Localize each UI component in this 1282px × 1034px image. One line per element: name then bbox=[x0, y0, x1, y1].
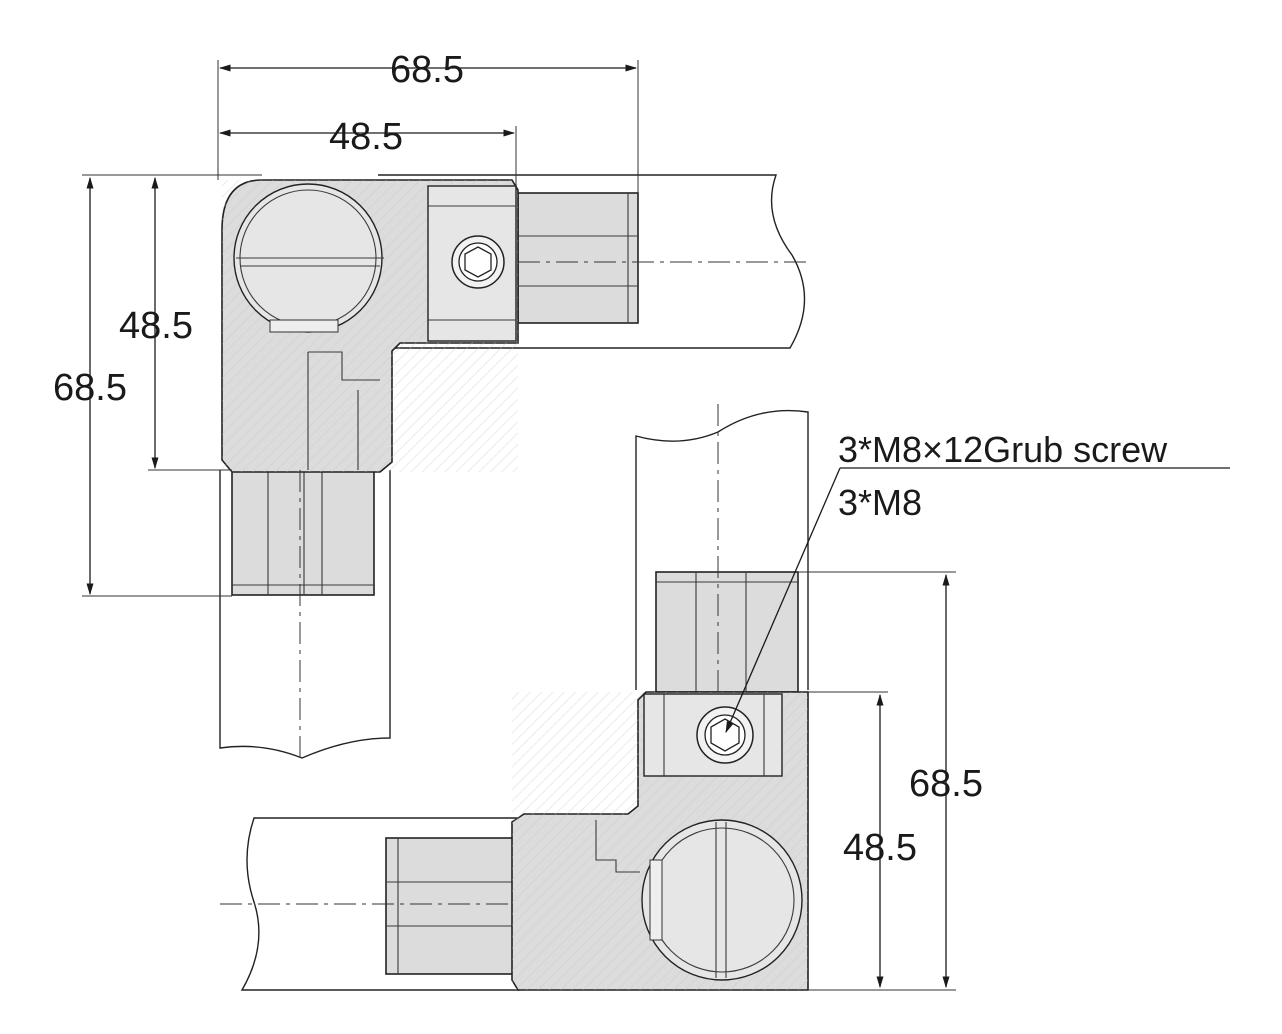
callout-leader bbox=[725, 467, 841, 734]
screw-callout: 3*M8×12Grub screw 3*M8 bbox=[725, 429, 1230, 734]
dim-overall-height: 68.5 bbox=[53, 367, 127, 409]
dim-overall-width: 68.5 bbox=[390, 49, 464, 91]
dim-inner-width: 48.5 bbox=[329, 116, 403, 158]
callout-screw-spec: 3*M8×12Grub screw bbox=[838, 429, 1168, 470]
left-plug bbox=[385, 837, 517, 975]
right-plug bbox=[517, 192, 639, 324]
bottom-plug bbox=[231, 469, 375, 596]
bottom-right-connector-view bbox=[220, 404, 809, 991]
dim-lower-inner-height: 48.5 bbox=[843, 827, 917, 869]
lower-round-boss bbox=[641, 819, 803, 981]
bottom-view-dimensions: 68.5 48.5 bbox=[798, 571, 983, 991]
dim-inner-height: 48.5 bbox=[119, 305, 193, 347]
top-plug bbox=[655, 571, 799, 693]
callout-thread-spec: 3*M8 bbox=[838, 482, 922, 523]
top-view-dimensions: 68.5 48.5 48.5 68.5 bbox=[53, 49, 639, 597]
dim-lower-overall-height: 68.5 bbox=[909, 763, 983, 805]
top-left-connector-view bbox=[219, 174, 806, 762]
